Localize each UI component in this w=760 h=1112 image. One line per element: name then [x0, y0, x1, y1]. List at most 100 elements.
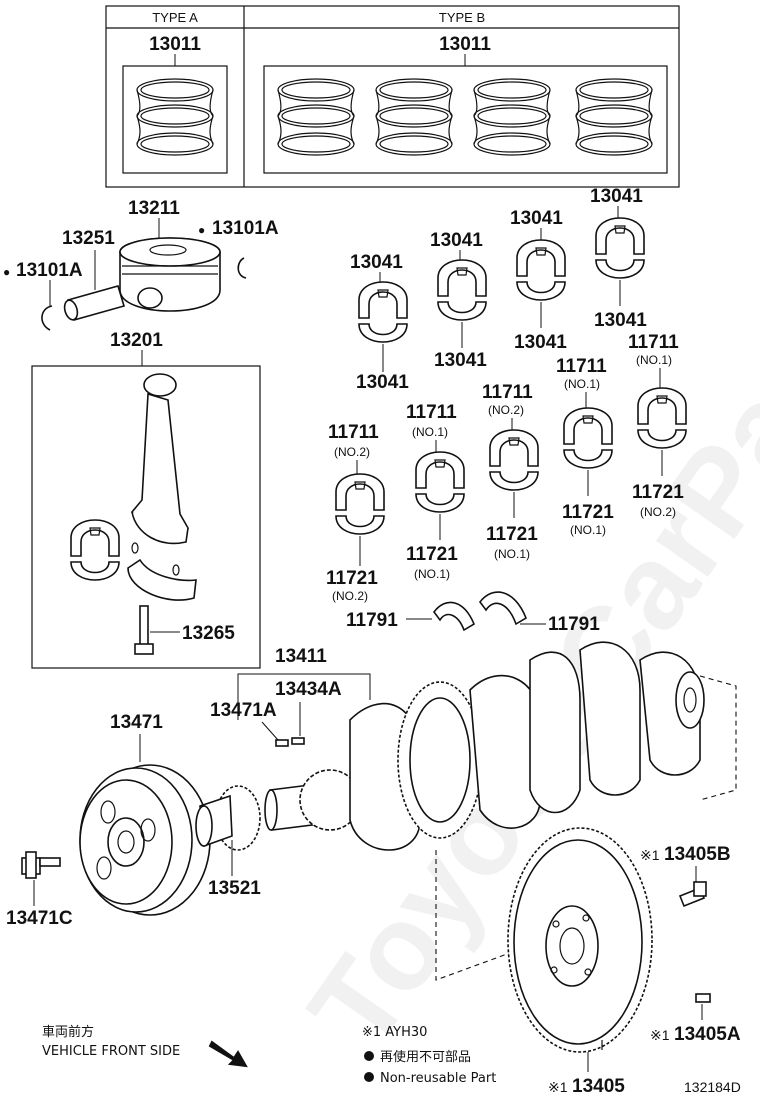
- pulley-bolt: [21, 851, 61, 879]
- note-mark-13405b: ※1: [640, 847, 660, 863]
- label-11711-m4: 11711: [556, 356, 607, 377]
- label-13101a-right: 13101A: [212, 218, 279, 239]
- piston-ring-set-type-b-2: [376, 79, 452, 155]
- label-11711-m5: 11711: [628, 332, 679, 353]
- piston-ring-set-type-b-3: [474, 79, 550, 155]
- note-mark-13405: ※1: [548, 1079, 568, 1095]
- note-ayh30: ※1 AYH30: [362, 1025, 427, 1040]
- crank-timing-gear-group: 13521: [195, 785, 261, 899]
- thrust-washer-right: [478, 591, 527, 626]
- label-13211: 13211: [128, 198, 180, 219]
- nonreuse-dot-icon-2: [364, 1072, 374, 1082]
- legend: 車両前方 VEHICLE FRONT SIDE ※1 AYH30 再使用不可部品…: [42, 1024, 741, 1095]
- label-11711-m5-sub: (NO.1): [636, 353, 672, 367]
- conrod-bearings: 13041 13041 13041 13041 13041 13041 1304…: [350, 186, 647, 393]
- conrod-bearing-1: [358, 281, 408, 343]
- label-13041-b1-top: 13041: [350, 252, 403, 273]
- main-bearing-4: [563, 407, 613, 469]
- crank-envelope: [699, 675, 737, 801]
- nonreuse-dot-icon: [364, 1051, 374, 1061]
- thrust-washers: 11791 11791: [346, 591, 600, 635]
- label-13041-b2-top: 13041: [430, 230, 483, 251]
- label-13251: 13251: [62, 228, 115, 249]
- snap-ring-left: [41, 305, 53, 331]
- piston-ring-set-type-a: [137, 79, 213, 155]
- label-13101a-left: 13101A: [16, 260, 83, 281]
- main-bearing-5: [637, 387, 687, 449]
- nonreuse-en: Non-reusable Part: [380, 1071, 496, 1086]
- main-bearing-3: [489, 429, 539, 491]
- label-11721-m3-sub: (NO.1): [494, 547, 530, 561]
- label-13041-b3-top: 13041: [510, 208, 563, 229]
- flywheel-bolt: [678, 881, 707, 908]
- label-11721-m1: 11721: [326, 568, 378, 589]
- main-bearing-1: [335, 473, 385, 535]
- flywheel-group: ※1 13405B ※1 13405A ※1 13405: [507, 827, 741, 1097]
- main-bearings: 11711 (NO.2) 11721 (NO.2) 11711 (NO.1) 1…: [326, 332, 687, 603]
- crank-key-1: [275, 739, 289, 747]
- note-mark-13405a: ※1: [650, 1027, 670, 1043]
- label-13041-b4-top: 13041: [590, 186, 643, 207]
- conrod-bearing-2: [437, 259, 487, 321]
- label-13471: 13471: [110, 712, 163, 733]
- flywheel: [507, 827, 653, 1053]
- label-11721-m4: 11721: [562, 502, 614, 523]
- crankshaft-pulley-group: 13471 13471C: [6, 712, 211, 929]
- crank-key-2: [291, 737, 305, 745]
- label-11791-right: 11791: [548, 614, 600, 635]
- snap-ring-right: [237, 257, 247, 279]
- crankshaft-group: 13411 13434A 13471A: [210, 641, 705, 851]
- snap-ring-reuse-mark-right: ●: [198, 223, 205, 237]
- type-b-header: TYPE B: [439, 10, 485, 25]
- label-13471c: 13471C: [6, 908, 73, 929]
- label-11721-m5: 11721: [632, 482, 684, 503]
- thrust-washer-left: [432, 601, 476, 632]
- flywheel-pin: [695, 993, 711, 1003]
- label-13471a: 13471A: [210, 700, 277, 721]
- connecting-rod: [127, 373, 197, 601]
- crankshaft-pulley: [79, 764, 211, 916]
- type-a-header: TYPE A: [152, 10, 198, 25]
- nonreuse-jp: 再使用不可部品: [380, 1049, 471, 1065]
- label-13041-b2-bottom: 13041: [434, 350, 487, 371]
- label-13265: 13265: [182, 623, 235, 644]
- label-11721-m2: 11721: [406, 544, 458, 565]
- label-11721-m5-sub: (NO.2): [640, 505, 676, 519]
- label-11721-m1-sub: (NO.2): [332, 589, 368, 603]
- label-13041-b4-bottom: 13041: [594, 310, 647, 331]
- vehicle-front-en: VEHICLE FRONT SIDE: [42, 1044, 180, 1059]
- diagram-code: 132184D: [684, 1079, 741, 1095]
- vehicle-front-jp: 車両前方: [42, 1024, 94, 1040]
- piston-ring-table: TYPE A TYPE B 13011 13011: [105, 5, 680, 188]
- snap-ring-reuse-mark-left: ●: [3, 265, 10, 279]
- piston-drawing: [119, 237, 221, 312]
- crankshaft: [264, 641, 705, 851]
- label-11711-m1-sub: (NO.2): [334, 445, 370, 459]
- connecting-rod-group: 13201 13265: [31, 330, 261, 669]
- label-13011-type-b: 13011: [439, 34, 491, 55]
- conrod-bearing-4: [595, 217, 645, 279]
- main-bearing-2: [415, 451, 465, 513]
- label-13521: 13521: [208, 878, 261, 899]
- conrod-bearing-shell: [70, 519, 120, 581]
- piston-group: 13211 ● 13101A 13251 ● 13101A: [3, 198, 279, 331]
- label-13434a: 13434A: [275, 679, 342, 700]
- label-13405a: 13405A: [674, 1024, 741, 1045]
- piston-pin: [63, 285, 126, 321]
- flywheel-envelope: [435, 850, 519, 981]
- label-13041-b3-bottom: 13041: [514, 332, 567, 353]
- label-11721-m4-sub: (NO.1): [570, 523, 606, 537]
- connecting-rod-bolt: [134, 605, 154, 655]
- label-11721-m3: 11721: [486, 524, 538, 545]
- label-11711-m4-sub: (NO.1): [564, 377, 600, 391]
- conrod-bearing-3: [516, 239, 566, 301]
- crank-timing-gear: [195, 785, 261, 851]
- front-direction-arrow-icon: [208, 1040, 248, 1068]
- label-13041-b1-bottom: 13041: [356, 372, 409, 393]
- label-11791-left: 11791: [346, 610, 398, 631]
- label-13201: 13201: [110, 330, 163, 351]
- label-13405: 13405: [572, 1076, 625, 1097]
- label-13011-type-a: 13011: [149, 34, 201, 55]
- connecting-rod-cap: [127, 558, 197, 601]
